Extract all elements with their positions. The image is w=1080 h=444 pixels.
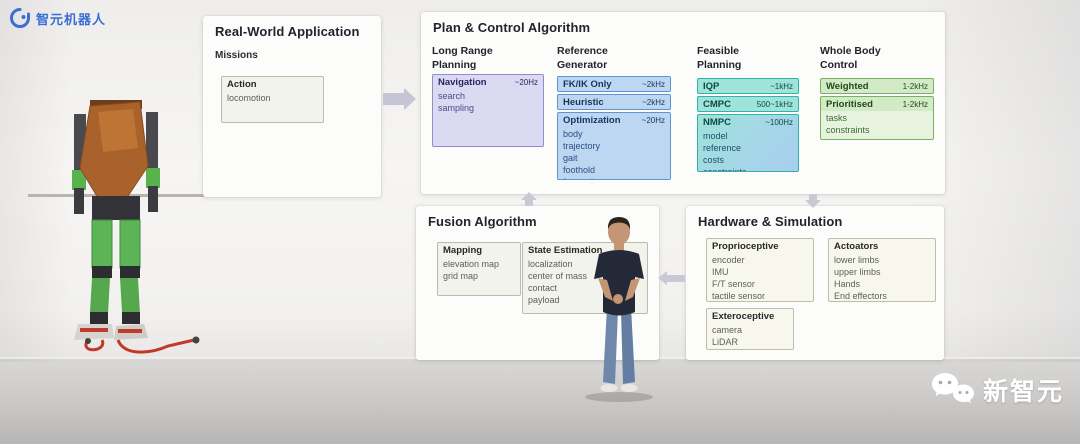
navigation-rate: ~20Hz	[514, 78, 538, 87]
action-box: Action locomotion	[221, 76, 324, 123]
optimization-item: trajectory	[563, 141, 601, 152]
action-box-title: Action	[227, 79, 257, 90]
real-world-panel: Real-World Application Missions Action l…	[203, 16, 381, 197]
iqp-rate: ~1kHz	[770, 82, 793, 91]
logo-text: 智元机器人	[36, 11, 107, 27]
exteroceptive-box: Exteroceptive camera LiDAR	[706, 308, 794, 350]
prioritised-title: Prioritised	[826, 99, 873, 110]
col-label-whole-body-control: Whole Body Control	[820, 45, 881, 71]
optimization-item: foothold	[563, 165, 596, 176]
presenter-person	[585, 217, 653, 402]
navigation-item: sampling	[438, 103, 475, 114]
proprioceptive-item: tactile sensor	[712, 291, 766, 302]
prioritised-box: Prioritised 1-2kHz tasks constraints	[820, 96, 934, 140]
arrow-hardware-to-fusion	[658, 271, 686, 286]
proprioceptive-item: IMU	[712, 267, 729, 278]
navigation-item: search	[438, 91, 466, 101]
heuristic-box: Heuristic ~2kHz	[557, 94, 671, 110]
cmpc-rate: 500~1kHz	[756, 100, 793, 109]
optimization-item: gait	[563, 153, 578, 164]
presenter-shadow	[585, 392, 653, 402]
prioritised-rate: 1-2kHz	[902, 100, 928, 109]
fkik-title: FK/IK Only	[563, 79, 612, 90]
actuators-item: End effectors	[834, 291, 887, 302]
exteroceptive-title: Exteroceptive	[712, 311, 775, 322]
iqp-box: IQP ~1kHz	[697, 78, 799, 94]
actuators-item: upper limbs	[834, 267, 881, 278]
nmpc-title: NMPC	[703, 117, 731, 128]
state-estimation-item: localization	[528, 259, 573, 269]
humanoid-robot-render	[28, 100, 210, 354]
optimization-item: body	[563, 129, 583, 139]
weighted-rate: 1-2kHz	[902, 82, 928, 91]
plan-control-title: Plan & Control Algorithm	[433, 20, 591, 35]
mapping-title: Mapping	[443, 245, 483, 256]
mapping-box: Mapping elevation map grid map	[437, 242, 521, 296]
actuators-title: Actoators	[834, 241, 879, 252]
proprioceptive-box: Proprioceptive encoder IMU F/T sensor ta…	[706, 238, 814, 302]
prioritised-item: tasks	[826, 113, 848, 123]
proprioceptive-item: encoder	[712, 255, 745, 265]
nmpc-item: model	[703, 131, 728, 141]
agibot-logo-icon	[10, 8, 30, 28]
hardware-title: Hardware & Simulation	[698, 214, 843, 229]
fusion-title: Fusion Algorithm	[428, 214, 537, 229]
optimization-title: Optimization	[563, 115, 621, 126]
wechat-icon	[931, 373, 974, 403]
cmpc-box: CMPC 500~1kHz	[697, 96, 799, 112]
plan-control-panel: Plan & Control Algorithm Long Range Plan…	[421, 12, 945, 194]
nmpc-rate: ~100Hz	[765, 118, 793, 127]
backdrop-shade-left	[0, 0, 70, 362]
nmpc-box: NMPC ~100Hz model reference costs constr…	[697, 114, 799, 172]
nmpc-item: costs	[703, 155, 725, 166]
watermark-text: 新智元	[982, 378, 1064, 406]
arrow-plan-to-hardware	[805, 194, 821, 208]
watermark: 新智元	[931, 372, 1064, 408]
real-world-title: Real-World Application	[215, 24, 360, 39]
optimization-item: foot trajectory	[563, 176, 665, 179]
actuators-item: Hands	[834, 279, 861, 290]
arrow-realworld-to-plan	[383, 88, 417, 110]
mapping-item: grid map	[443, 271, 479, 282]
optimization-box: Optimization ~20Hz body trajectory gait …	[557, 112, 671, 180]
actuators-item: lower limbs	[834, 255, 880, 265]
agibot-logo: 智元机器人	[10, 8, 106, 28]
arrow-fusion-to-plan	[521, 192, 537, 206]
heuristic-title: Heuristic	[563, 97, 604, 108]
nmpc-item: reference	[703, 143, 742, 154]
actuators-box: Actoators lower limbs upper limbs Hands …	[828, 238, 936, 302]
col-label-long-range-planning: Long Range Planning	[432, 45, 493, 71]
col-label-reference-generator: Reference Generator	[557, 45, 608, 71]
weighted-title: Weighted	[826, 81, 869, 92]
fkik-only-box: FK/IK Only ~2kHz	[557, 76, 671, 92]
nmpc-item: constraints	[703, 166, 793, 171]
navigation-box: Navigation ~20Hz search sampling	[432, 74, 544, 147]
mapping-item: elevation map	[443, 259, 500, 269]
proprioceptive-title: Proprioceptive	[712, 241, 779, 252]
state-estimation-title: State Estimation	[528, 245, 603, 256]
hardware-panel: Hardware & Simulation Proprioceptive enc…	[686, 206, 944, 360]
exteroceptive-item: LiDAR	[712, 337, 739, 348]
fkik-rate: ~2kHz	[642, 80, 665, 89]
optimization-rate: ~20Hz	[641, 116, 665, 125]
action-item: locomotion	[227, 93, 271, 103]
prioritised-item: constraints	[826, 125, 870, 136]
proprioceptive-item: F/T sensor	[712, 279, 755, 290]
state-estimation-item: contact	[528, 283, 558, 294]
iqp-title: IQP	[703, 81, 720, 92]
state-estimation-item: payload	[528, 295, 560, 306]
exteroceptive-item: camera	[712, 325, 743, 335]
state-estimation-item: center of mass	[528, 271, 588, 282]
missions-label: Missions	[215, 50, 258, 61]
col-label-feasible-planning: Feasible Planning	[697, 45, 742, 71]
cmpc-title: CMPC	[703, 99, 731, 110]
navigation-title: Navigation	[438, 77, 487, 88]
weighted-box: Weighted 1-2kHz	[820, 78, 934, 94]
heuristic-rate: ~2kHz	[642, 98, 665, 107]
